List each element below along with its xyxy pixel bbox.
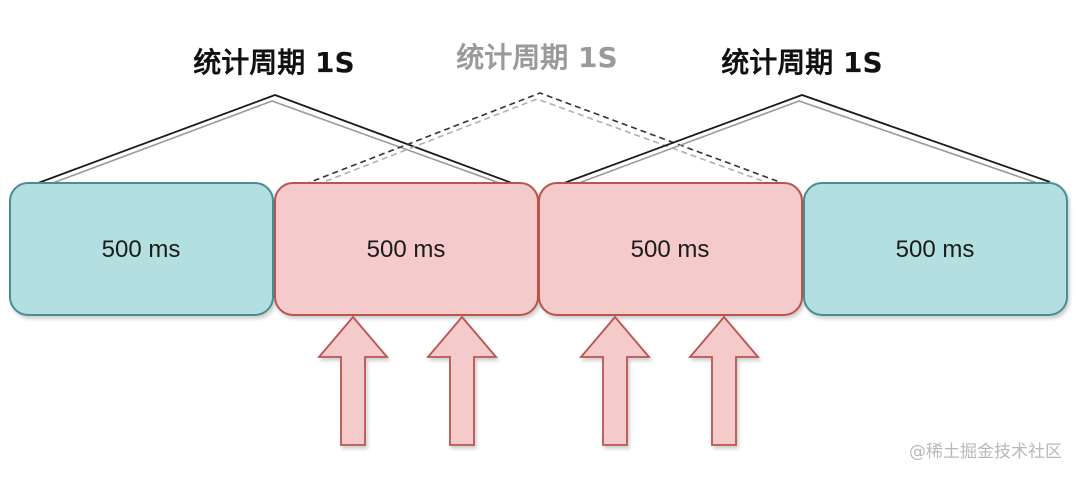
period-bracket-1 (29, 94, 521, 191)
segment-2: 500 ms (274, 182, 539, 316)
segment-4-label: 500 ms (896, 236, 975, 263)
segment-2-label: 500 ms (367, 236, 446, 263)
period-label-2: 统计周期 1S (456, 41, 617, 74)
request-arrows (317, 315, 760, 446)
period-bracket-2 (294, 92, 786, 193)
period-bracket-3 (555, 94, 1051, 191)
segment-4: 500 ms (803, 182, 1068, 316)
up-arrow-icon (317, 315, 389, 446)
segments: 500 ms 500 ms 500 ms 500 ms (9, 182, 1068, 316)
up-arrow-icon (579, 315, 651, 446)
period-label-3: 统计周期 1S (721, 46, 882, 79)
segment-3: 500 ms (538, 182, 803, 316)
up-arrow-icon (688, 315, 760, 446)
segment-1: 500 ms (9, 182, 274, 316)
watermark: @稀土掘金技术社区 (909, 442, 1062, 462)
up-arrow-icon (426, 315, 498, 446)
period-label-1: 统计周期 1S (193, 46, 354, 79)
segment-1-label: 500 ms (102, 236, 181, 263)
segment-3-label: 500 ms (631, 236, 710, 263)
period-brackets (29, 92, 1051, 193)
